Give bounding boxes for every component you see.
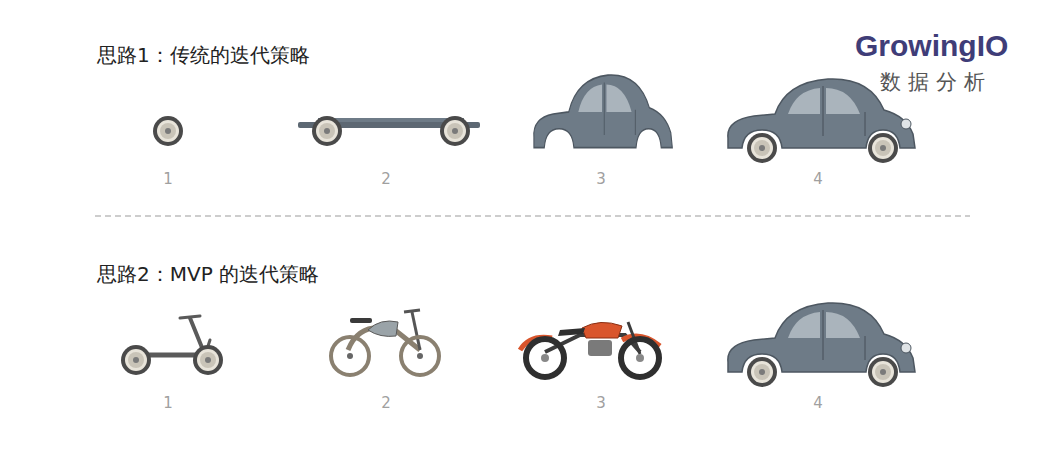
section-heading: 思路2：MVP 的迭代策略 [97,262,319,286]
step-number: 3 [596,170,606,188]
step-number: 4 [813,394,823,412]
step-number: 4 [813,170,823,188]
step-number: 1 [163,170,173,188]
logo-subtitle: 数据分析 [880,70,992,95]
logo-text: GrowingIO [855,28,1008,64]
step-number: 1 [163,394,173,412]
step-number: 2 [381,394,391,412]
section-heading: 思路1：传统的迭代策略 [97,43,310,67]
step-number: 3 [596,394,606,412]
step-number: 2 [381,170,391,188]
